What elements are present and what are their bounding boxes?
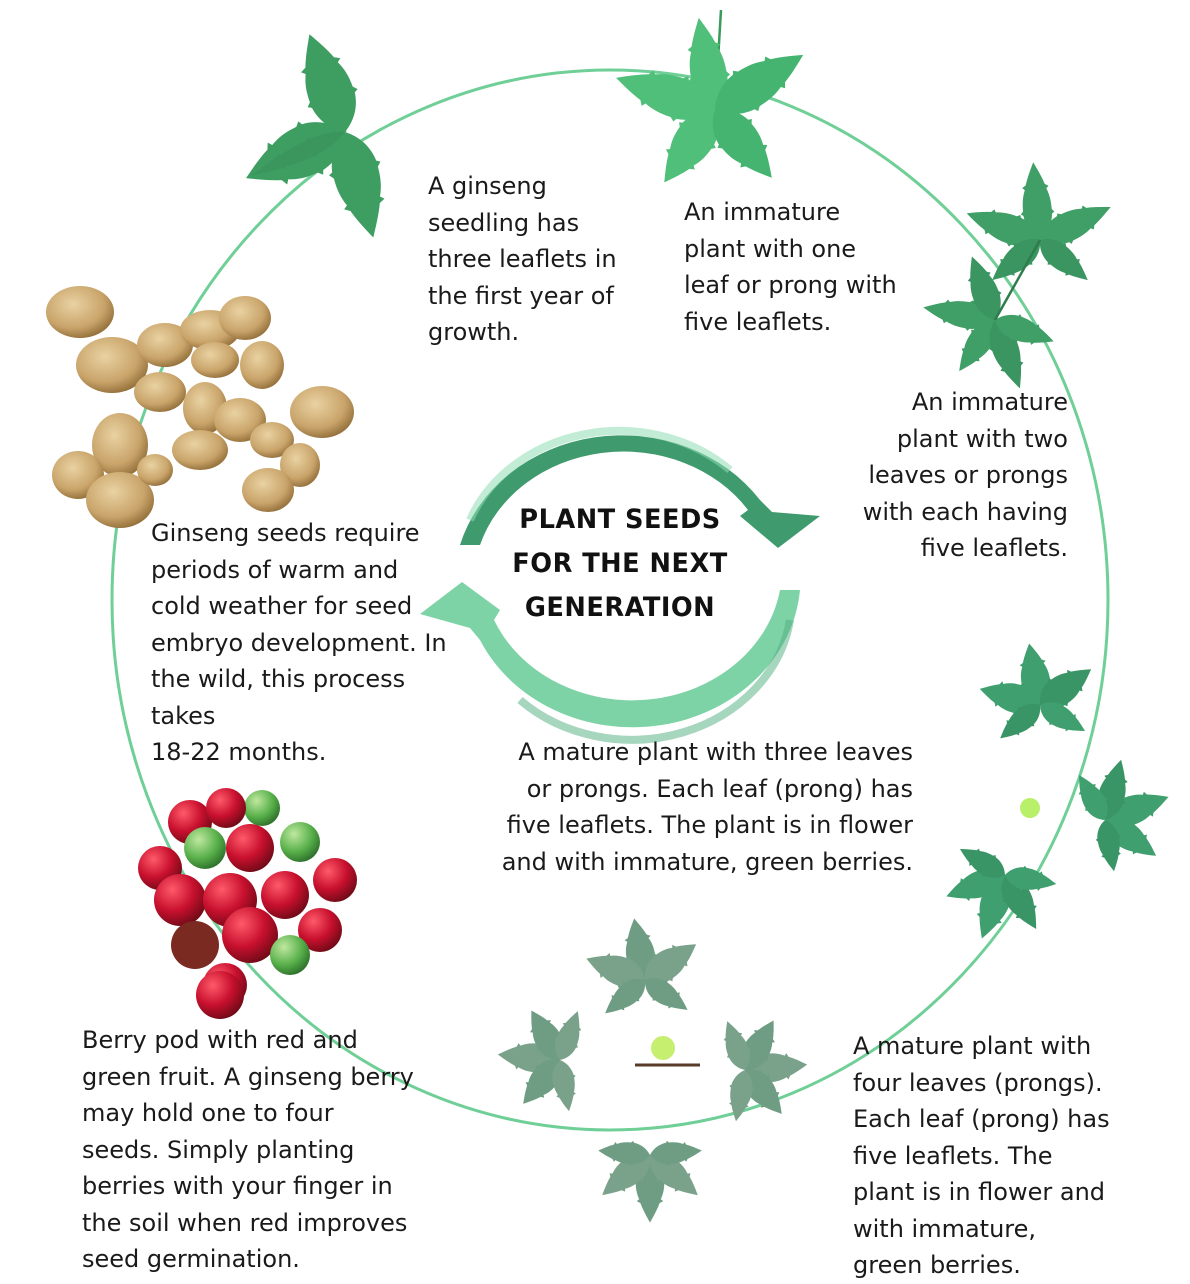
four-prong-caption: A mature plant with four leaves (prongs)… bbox=[853, 1028, 1110, 1284]
flower-cluster bbox=[651, 1036, 675, 1060]
flower-cluster bbox=[1020, 798, 1040, 818]
three-prong-caption: A mature plant with three leaves or pron… bbox=[502, 734, 913, 880]
berry-pod-image bbox=[138, 788, 357, 1019]
two-prong-leaf-image bbox=[921, 161, 1118, 394]
seeds-caption: Ginseng seeds require periods of warm an… bbox=[151, 515, 447, 771]
center-cycle-title: PLANT SEEDS FOR THE NEXT GENERATION bbox=[506, 498, 734, 630]
one-prong-caption: An immature plant with one leaf or prong… bbox=[684, 194, 897, 340]
four-prong-leaf-image bbox=[496, 916, 808, 1223]
seedling-caption: A ginseng seedling has three leaflets in… bbox=[428, 168, 617, 351]
berry-pod-caption: Berry pod with red and green fruit. A gi… bbox=[82, 1022, 414, 1278]
three-prong-leaf-image bbox=[941, 641, 1174, 945]
two-prong-caption: An immature plant with two leaves or pro… bbox=[863, 384, 1068, 567]
ginseng-seeds-image bbox=[46, 286, 354, 528]
